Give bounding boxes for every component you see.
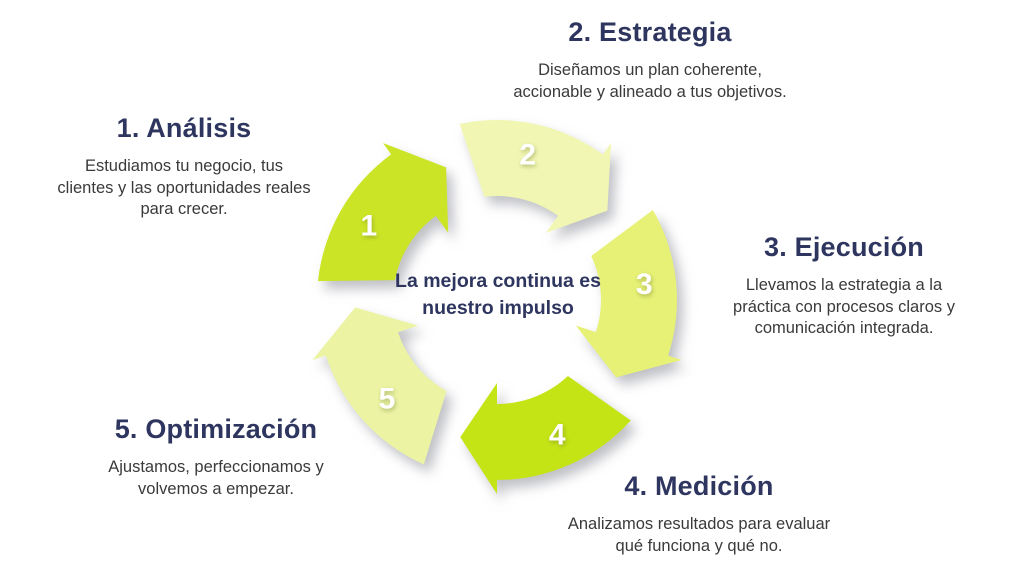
cycle-arrow-4 [460,376,631,494]
cycle-arrow-5 [312,307,447,465]
step-estrategia-description: Diseñamos un plan coherente, accionable … [513,61,787,101]
step-analisis-title: 1. Análisis [116,113,252,143]
cycle-arrow-3 [575,210,682,378]
step-ejecucion: 3. Ejecución Llevamos la estrategia a la… [710,231,978,339]
step-ejecucion-description: Llevamos la estrategia a la práctica con… [733,276,955,337]
cycle-arrow-number-3: 3 [636,268,653,301]
step-optimizacion-description: Ajustamos, perfeccionamos y volvemos a e… [108,458,324,498]
step-medicion-description: Analizamos resultados para evaluar qué f… [567,515,831,555]
step-analisis: 1. Análisis Estudiamos tu negocio, tus c… [34,112,334,220]
step-optimizacion-title: 5. Optimización [114,414,318,444]
cycle-arrow-2 [459,119,612,233]
step-medicion-title: 4. Medición [624,471,774,501]
cycle-arrow-number-1: 1 [360,210,377,243]
cycle-arrow-number-5: 5 [379,383,396,416]
cycle-center-label: La mejora continua es nuestro impulso [395,270,601,319]
cycle-arrow-number-2: 2 [519,139,536,172]
step-medicion: 4. Medición Analizamos resultados para e… [538,470,860,557]
step-estrategia: 2. Estrategia Diseñamos un plan coherent… [494,16,806,103]
step-estrategia-title: 2. Estrategia [568,17,732,47]
step-ejecucion-title: 3. Ejecución [764,232,924,262]
cycle-diagram: 1 2 3 4 5 [312,119,682,494]
cycle-arrow-number-4: 4 [549,419,566,452]
step-optimizacion: 5. Optimización Ajustamos, perfeccionamo… [63,413,369,500]
step-analisis-description: Estudiamos tu negocio, tus clientes y la… [57,157,311,218]
cycle-arrow-1 [317,143,449,282]
